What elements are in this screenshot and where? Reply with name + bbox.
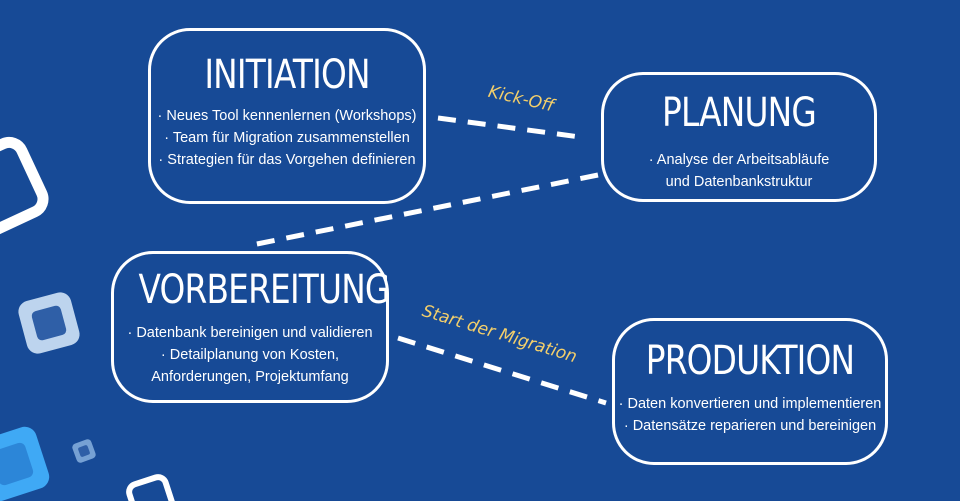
- migration-label: Start der Migration: [420, 301, 580, 367]
- decor-square-bottom: [126, 474, 176, 501]
- vorbereitung-box: VORBEREITUNG Datenbank bereinigen und va…: [111, 251, 390, 403]
- list-item: Strategien für das Vorgehen definieren: [151, 149, 423, 171]
- list-item: Daten konvertieren und implementieren: [615, 393, 885, 415]
- decor-square-cyan: [0, 426, 50, 501]
- list-item: Team für Migration zusammenstellen: [151, 127, 423, 149]
- decor-square-small: [72, 439, 96, 463]
- vorbereitung-title: VORBEREITUNG: [138, 267, 390, 313]
- list-item: Detailplanung von Kosten,: [114, 344, 386, 366]
- vorbereitung-list: Datenbank bereinigen und validieren Deta…: [114, 322, 386, 388]
- planung-list: Analyse der Arbeitsabläufe und Datenbank…: [604, 149, 874, 193]
- produktion-box: PRODUKTION Daten konvertieren und implem…: [612, 318, 888, 465]
- initiation-list: Neues Tool kennenlernen (Workshops) Team…: [151, 105, 423, 171]
- produktion-title: PRODUKTION: [645, 338, 855, 384]
- list-item: Datenbank bereinigen und validieren: [114, 322, 386, 344]
- decor-square-medium: [18, 292, 80, 354]
- planung-box: PLANUNG Analyse der Arbeitsabläufe und D…: [601, 72, 877, 202]
- decor-square-large: [0, 136, 49, 239]
- produktion-list: Daten konvertieren und implementieren Da…: [615, 393, 885, 437]
- list-item: Datensätze reparieren und bereinigen: [615, 415, 885, 437]
- kickoff-label: Kick-Off: [486, 82, 557, 117]
- list-item: Neues Tool kennenlernen (Workshops): [151, 105, 423, 127]
- list-item: Anforderungen, Projektumfang: [151, 369, 349, 385]
- connector-initiation-planung: [437, 115, 581, 140]
- initiation-box: INITIATION Neues Tool kennenlernen (Work…: [148, 28, 426, 204]
- list-item: und Datenbankstruktur: [665, 174, 813, 190]
- planung-title: PLANUNG: [661, 90, 817, 136]
- list-item: Analyse der Arbeitsabläufe: [604, 149, 874, 171]
- initiation-title: INITIATION: [204, 52, 370, 98]
- connector-vorbereitung-produktion: [397, 335, 607, 406]
